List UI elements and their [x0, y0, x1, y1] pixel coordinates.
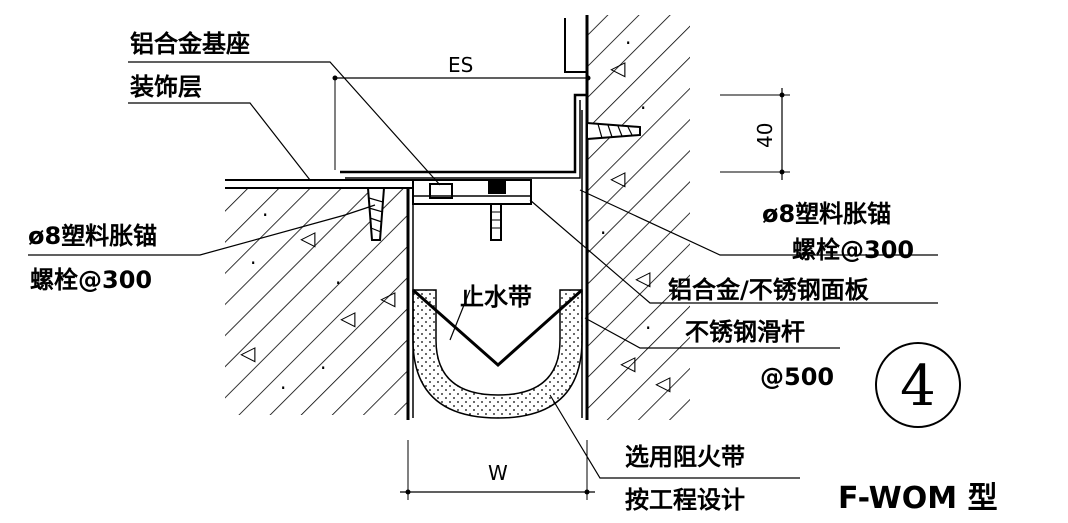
left-anchor-bolt [366, 187, 386, 241]
svg-text:◁: ◁ [654, 371, 671, 395]
label-decor-layer: 装饰层 [130, 73, 202, 101]
svg-text:·: · [320, 356, 326, 380]
detail-number-badge: 4 [875, 342, 961, 428]
svg-text:·: · [250, 251, 256, 275]
slide-bar-bolt [490, 203, 502, 241]
label-anchor-left-1: ø8塑料胀锚 [28, 222, 157, 250]
label-fire-belt-1: 选用阻火带 [625, 443, 745, 471]
svg-text:◁: ◁ [619, 351, 636, 375]
waterstop [412, 288, 583, 368]
svg-text:·: · [280, 376, 286, 400]
left-concrete-slab: · ◁ · · ◁ ◁ · ◁ · [225, 188, 414, 420]
leader-lines [28, 61, 938, 479]
svg-text:·: · [640, 96, 646, 120]
right-concrete-wall: ◁ · · ◁ · ◁ ◁ ◁ · [581, 15, 690, 420]
svg-text:◁: ◁ [609, 166, 626, 190]
detail-number: 4 [900, 354, 936, 419]
label-waterstop: 止水带 [460, 283, 532, 311]
svg-text:◁: ◁ [634, 266, 651, 290]
label-aluminum-base: 铝合金基座 [130, 30, 250, 58]
aluminum-base [412, 179, 532, 205]
label-cover-plate: 铝合金/不锈钢面板 [668, 276, 870, 304]
cover-plate [340, 93, 587, 179]
label-anchor-left-2: 螺栓@300 [30, 266, 152, 294]
svg-text:◁: ◁ [239, 341, 256, 365]
svg-text:◁: ◁ [299, 226, 316, 250]
dim-es-label: ES [448, 53, 473, 77]
right-anchor-bolt [586, 121, 641, 141]
svg-text:·: · [335, 271, 341, 295]
fire-belt [412, 289, 583, 419]
wall-corner [564, 18, 587, 73]
decor-layer [225, 179, 412, 189]
dim-es: ES [332, 53, 591, 170]
label-anchor-right-1: ø8塑料胀锚 [762, 200, 891, 228]
svg-text:·: · [645, 316, 651, 340]
dim-40: 40 [720, 88, 790, 180]
model-label: F-WOM 型 [838, 481, 998, 516]
svg-text:◁: ◁ [339, 306, 356, 330]
svg-text:◁: ◁ [379, 286, 396, 310]
dim-w-label: W [488, 461, 508, 485]
label-slide-bar-2: @500 [760, 363, 834, 391]
label-slide-bar-1: 不锈钢滑杆 [685, 318, 805, 346]
svg-text:◁: ◁ [609, 56, 626, 80]
dim-w: W [400, 440, 595, 500]
label-anchor-right-2: 螺栓@300 [792, 236, 914, 264]
svg-text:·: · [625, 31, 631, 55]
svg-text:·: · [262, 203, 268, 227]
svg-text:·: · [600, 221, 606, 245]
dim-40-label: 40 [753, 123, 777, 148]
label-fire-belt-2: 按工程设计 [625, 486, 745, 514]
